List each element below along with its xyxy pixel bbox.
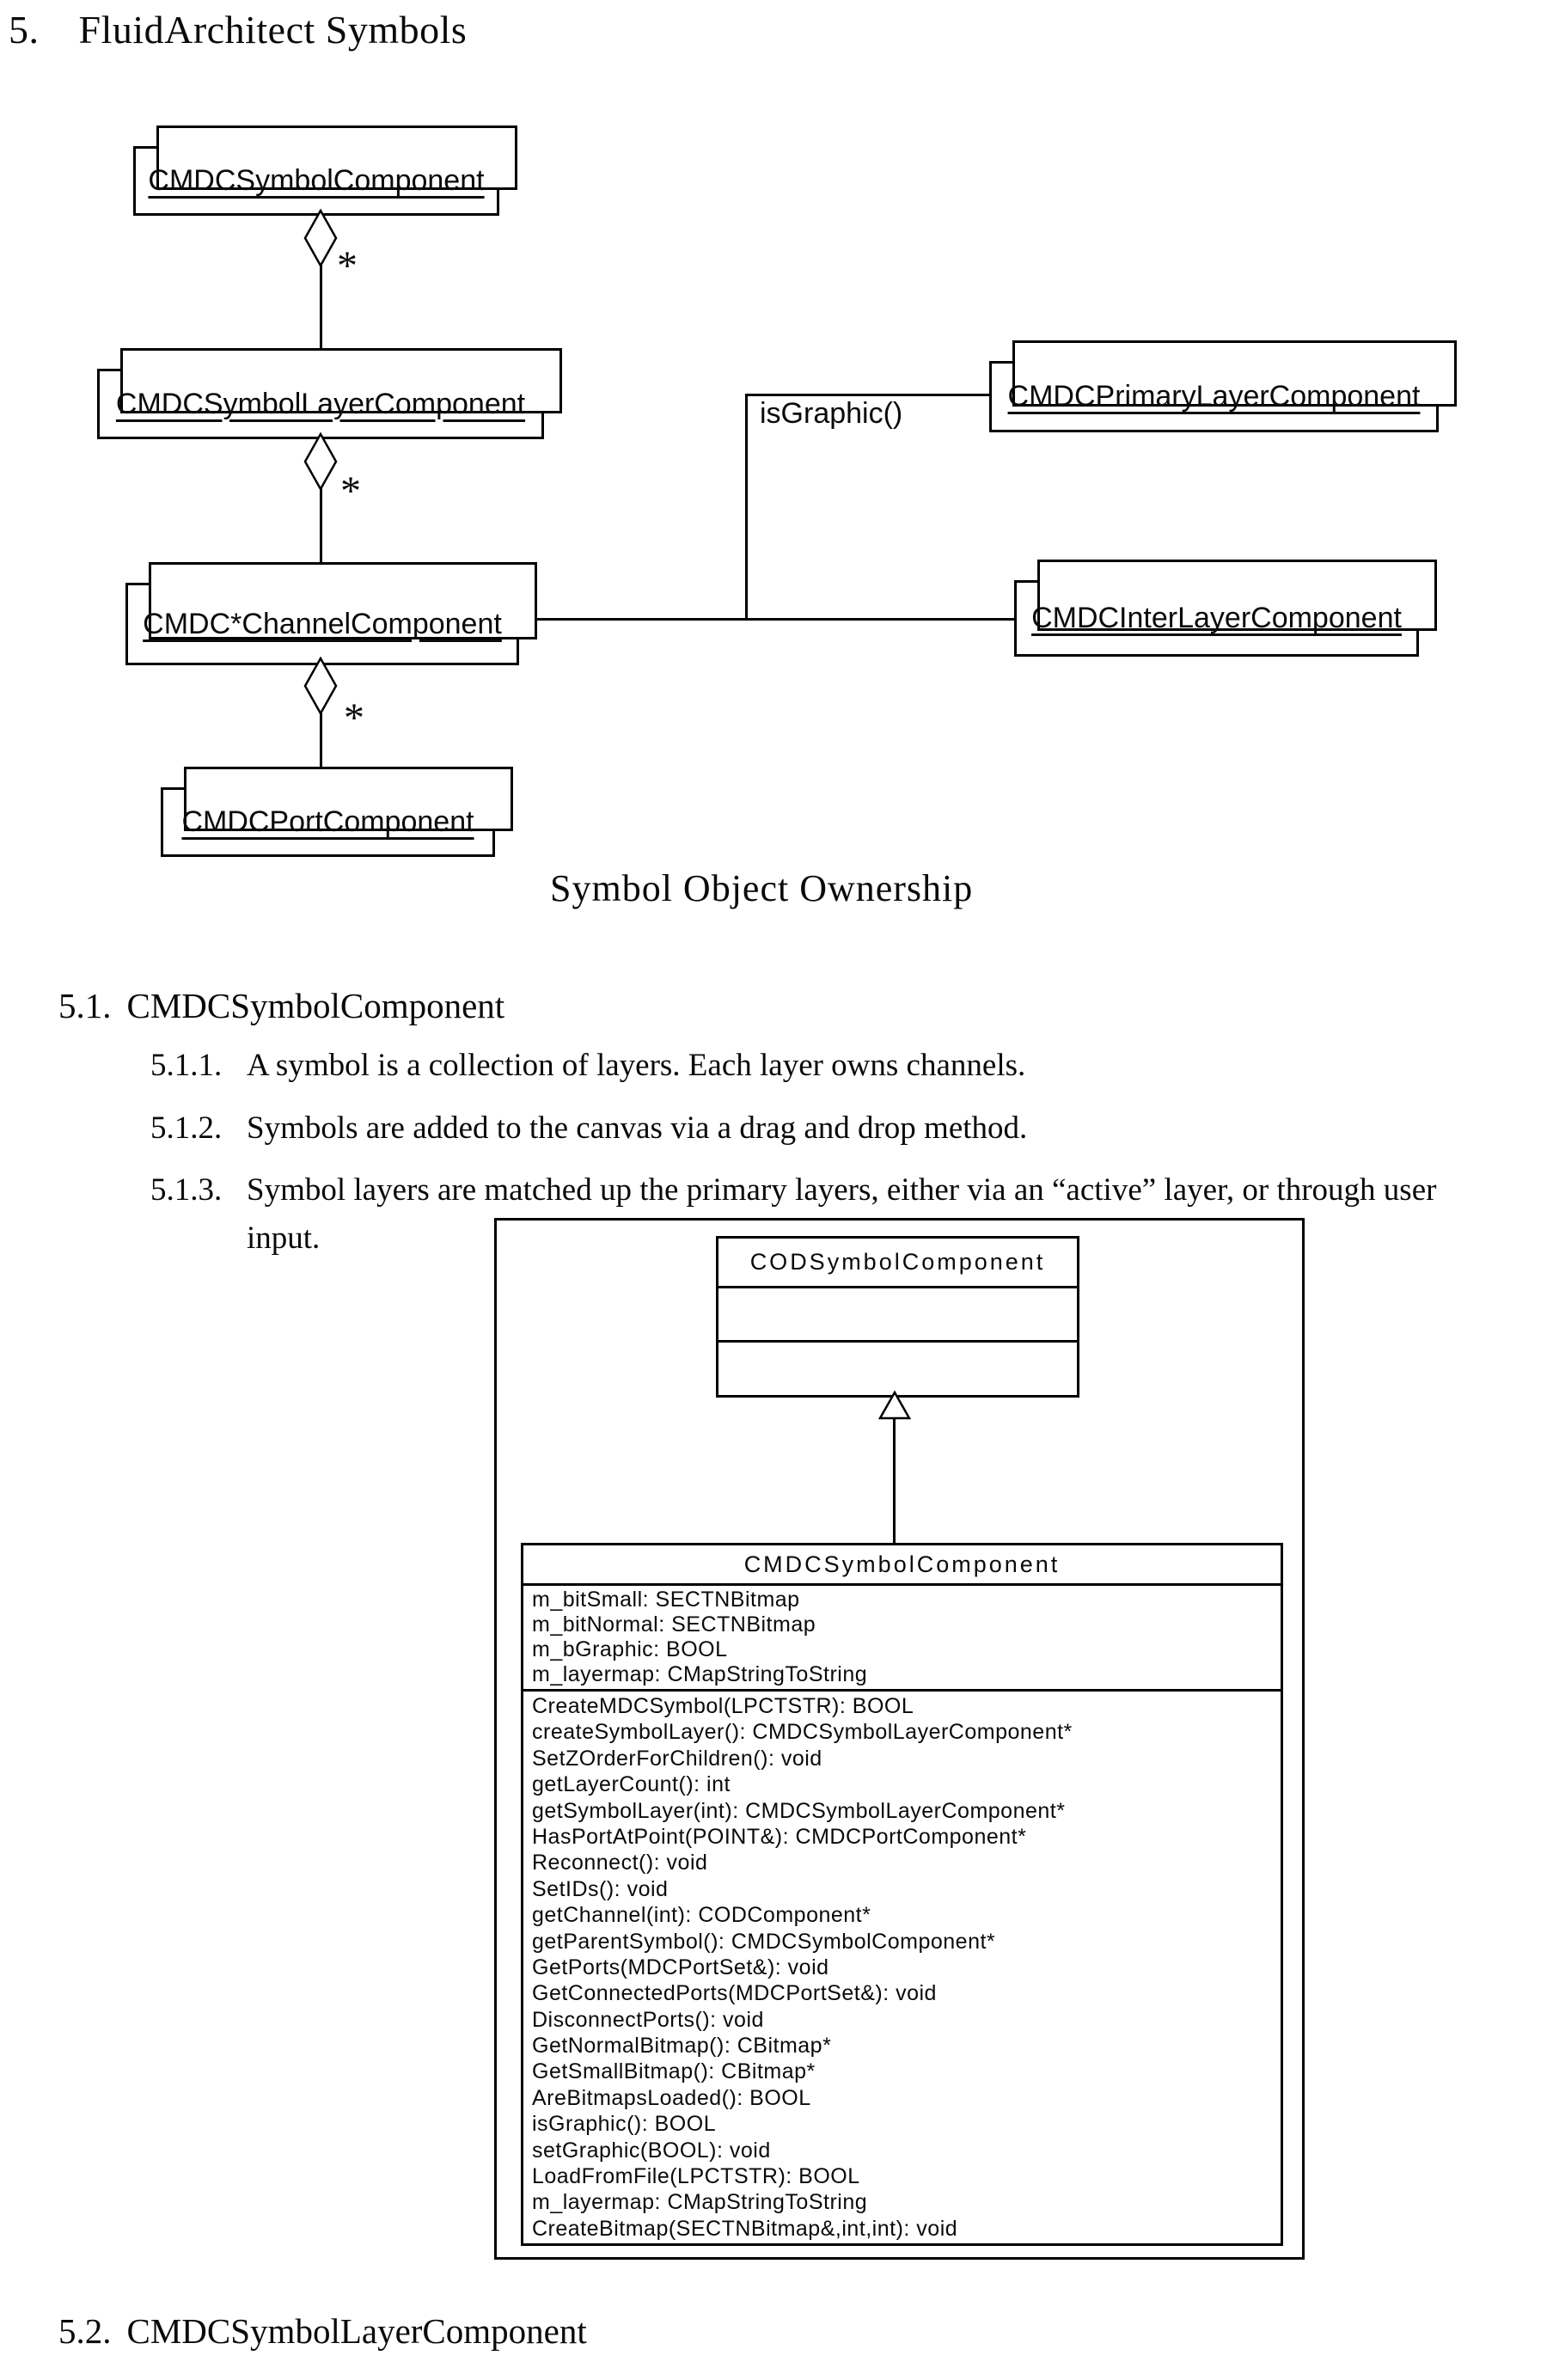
attributes-compartment-empty [718,1288,1077,1343]
multiplicity-star: * [337,243,358,289]
attribute-item: m_bGraphic: BOOL [532,1637,728,1661]
list-item: 5.1.1. A symbol is a collection of layer… [150,1042,1517,1090]
section-5-1-items: 5.1.1. A symbol is a collection of layer… [150,1042,1517,1276]
aggregation-line-symbol-layer [320,209,322,370]
list-item: 5.1.3. Symbol layers are matched up the … [150,1166,1517,1262]
class-name: CMDCPortComponent [181,805,474,838]
class-box-cmdcportcomponent: CMDCPortComponent [161,787,495,857]
aggregation-line-channel-port [320,658,322,789]
page-title: 5. FluidArchitect Symbols [9,7,467,52]
section-title: CMDCSymbolLayerComponent [126,2311,587,2351]
method-item: getLayerCount(): int [532,1772,731,1797]
class-name: CMDCPrimaryLayerComponent [1007,380,1421,413]
attribute-item: m_bitNormal: SECTNBitmap [532,1612,816,1637]
methods-compartment-empty [718,1343,1077,1390]
method-item: m_layermap: CMapStringToString [532,2190,868,2215]
method-item: SetIDs(): void [532,1876,669,1901]
attribute-item: m_bitSmall: SECTNBitmap [532,1588,800,1612]
attribute-item: m_layermap: CMapStringToString [532,1662,868,1686]
item-text: Symbols are added to the canvas via a dr… [247,1110,1028,1146]
method-item: createSymbolLayer(): CMDCSymbolLayerComp… [532,1720,1073,1745]
class-name: CMDCSymbolLayerComponent [115,387,526,420]
class-name: CMDCSymbolComponent [523,1545,1281,1586]
isgraphic-edge-label: isGraphic() [760,397,903,430]
association-line-channel-interlayer [514,618,1016,621]
class-box-cmdcsymbolcomponent: CMDCSymbolComponent [133,146,499,216]
method-item: GetPorts(MDCPortSet&): void [532,1955,829,1979]
method-item: isGraphic(): BOOL [532,2112,717,2137]
multiplicity-star: * [340,468,361,514]
page-title-number: 5. [9,8,40,52]
method-item: getChannel(int): CODComponent* [532,1903,871,1928]
method-item: GetSmallBitmap(): CBitmap* [532,2059,816,2084]
section-title: CMDCSymbolComponent [126,986,505,1025]
list-item: 5.1.2. Symbols are added to the canvas v… [150,1104,1517,1153]
aggregation-diamond-icon [303,209,338,267]
method-item: AreBitmapsLoaded(): BOOL [532,2085,811,2110]
class-name: CMDCInterLayerComponent [1031,602,1402,634]
item-number: 5.1.3. [150,1172,223,1208]
class-box-cmdcprimarylayercomponent: CMDCPrimaryLayerComponent [989,361,1439,432]
class-box-cmdcsymbolcomponent-detail: CMDCSymbolComponent m_bitSmall: SECTNBit… [521,1543,1283,2247]
method-item: GetNormalBitmap(): CBitmap* [532,2034,832,2059]
item-text: A symbol is a collection of layers. Each… [247,1048,1026,1083]
item-text: Symbol layers are matched up the primary… [247,1172,1437,1256]
method-item: LoadFromFile(LPCTSTR): BOOL [532,2164,860,2189]
method-item: Reconnect(): void [532,1851,708,1875]
method-item: getParentSymbol(): CMDCSymbolComponent* [532,1929,996,1954]
method-item: CreateBitmap(SECTNBitmap&,int,int): void [532,2216,958,2241]
section-number: 5.2. [58,2311,112,2351]
method-item: DisconnectPorts(): void [532,2007,764,2032]
method-item: HasPortAtPoint(POINT&): CMDCPortComponen… [532,1824,1027,1849]
class-box-cmdcsymbollayercomponent: CMDCSymbolLayerComponent [97,369,544,439]
method-item: GetConnectedPorts(MDCPortSet&): void [532,1981,937,2006]
item-number: 5.1.2. [150,1110,223,1146]
class-name: CMDCSymbolComponent [148,164,485,197]
class-box-cmdcinterlayercomponent: CMDCInterLayerComponent [1014,580,1419,657]
method-item: setGraphic(BOOL): void [532,2138,771,2163]
aggregation-line-layer-channel [320,432,322,584]
isgraphic-line-horizontal [745,394,991,396]
class-box-cmdcchannelcomponent: CMDC*ChannelComponent [125,583,519,665]
section-number: 5.1. [58,986,112,1025]
class-box-codsymbolcomponent: CODSymbolComponent [716,1236,1079,1398]
inheritance-line [893,1418,896,1544]
diagram-caption: Symbol Object Ownership [550,867,974,909]
item-number: 5.1.1. [150,1048,223,1083]
inheritance-triangle-icon [877,1390,912,1420]
method-item: SetZOrderForChildren(): void [532,1746,822,1771]
aggregation-diamond-icon [303,657,338,715]
method-item: CreateMDCSymbol(LPCTSTR): BOOL [532,1694,914,1718]
aggregation-diamond-icon [303,432,338,491]
class-name: CODSymbolComponent [718,1239,1077,1288]
isgraphic-line-vertical [745,394,748,621]
section-5-2-heading: 5.2. CMDCSymbolLayerComponent [58,2310,587,2352]
multiplicity-star: * [344,695,364,741]
class-name: CMDC*ChannelComponent [143,607,502,640]
page-title-text: FluidArchitect Symbols [78,8,468,52]
method-item: getSymbolLayer(int): CMDCSymbolLayerComp… [532,1798,1066,1823]
section-5-1-heading: 5.1. CMDCSymbolComponent [58,985,504,1026]
